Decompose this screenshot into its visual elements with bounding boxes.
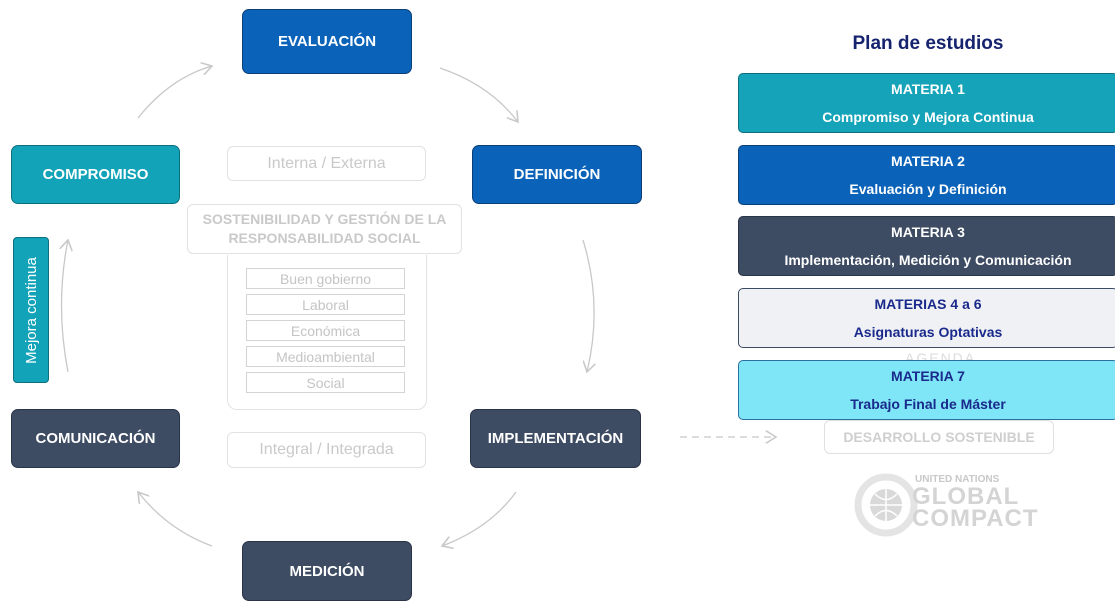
materia-1-head: MATERIA 1	[891, 81, 965, 97]
stage-medicion[interactable]: MEDICIÓN	[242, 541, 412, 601]
stage-definicion[interactable]: DEFINICIÓN	[472, 145, 642, 204]
materia-2-sub: Evaluación y Definición	[849, 181, 1007, 197]
item-buen-gobierno: Buen gobierno	[246, 268, 405, 289]
item-laboral: Laboral	[246, 294, 405, 315]
plan-title: Plan de estudios	[852, 33, 1004, 54]
stage-implementacion[interactable]: IMPLEMENTACIÓN	[470, 409, 641, 468]
arrow-definicion-implementacion	[583, 239, 594, 372]
center-top-box: Interna / Externa	[227, 146, 426, 181]
stage-comunicacion[interactable]: COMUNICACIÓN	[11, 409, 180, 468]
un-label: UNITED NATIONS	[915, 474, 1000, 485]
arrow-compromiso-evaluacion	[137, 66, 212, 119]
mejora-continua-label: Mejora continua	[22, 256, 40, 364]
arrow-evaluacion-definicion	[439, 67, 518, 122]
desarrollo-sostenible-box: DESARROLLO SOSTENIBLE	[824, 420, 1054, 454]
materia-2[interactable]: MATERIA 2 Evaluación y Definición	[738, 145, 1115, 205]
arrow-medicion-comunicacion	[138, 492, 213, 547]
stage-evaluacion[interactable]: EVALUACIÓN	[242, 9, 412, 74]
materia-3-sub: Implementación, Medición y Comunicación	[784, 252, 1072, 268]
center-title-box: SOSTENIBILIDAD Y GESTIÓN DE LA RESPONSAB…	[187, 204, 462, 254]
global-label: GLOBAL	[912, 483, 1020, 510]
materia-3[interactable]: MATERIA 3 Implementación, Medición y Com…	[738, 216, 1115, 276]
materia-3-head: MATERIA 3	[891, 224, 965, 240]
center-bottom-box: Integral / Integrada	[227, 432, 426, 468]
arrow-implementacion-medicion	[442, 491, 517, 546]
stage-compromiso[interactable]: COMPROMISO	[11, 145, 180, 204]
materias-4-6[interactable]: MATERIAS 4 a 6 Asignaturas Optativas	[738, 288, 1115, 348]
item-social: Social	[246, 372, 405, 393]
item-economica: Económica	[246, 320, 405, 341]
materia-7[interactable]: MATERIA 7 Trabajo Final de Máster	[738, 360, 1115, 420]
center-items-container	[227, 255, 427, 410]
materias-4-6-head: MATERIAS 4 a 6	[874, 296, 982, 312]
materia-2-head: MATERIA 2	[891, 153, 965, 169]
mejora-continua-bar: Mejora continua	[13, 237, 49, 383]
materia-1[interactable]: MATERIA 1 Compromiso y Mejora Continua	[738, 73, 1115, 133]
compact-label: COMPACT	[912, 505, 1039, 532]
item-medioambiental: Medioambiental	[246, 346, 405, 367]
un-emblem-icon	[854, 473, 918, 537]
materia-1-sub: Compromiso y Mejora Continua	[822, 109, 1034, 125]
materias-4-6-sub: Asignaturas Optativas	[853, 324, 1003, 340]
materia-7-head: MATERIA 7	[891, 368, 965, 384]
materia-7-sub: Trabajo Final de Máster	[850, 396, 1006, 412]
arrow-comunicacion-compromiso	[62, 240, 69, 373]
